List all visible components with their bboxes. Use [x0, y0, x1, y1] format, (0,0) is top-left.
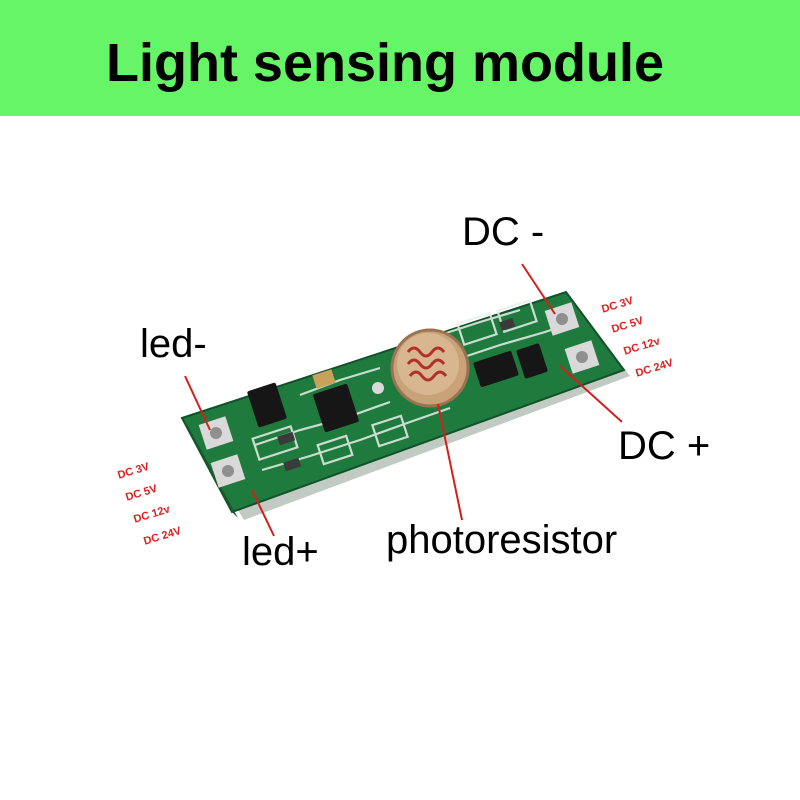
photoresistor-component — [390, 328, 470, 408]
led-plus-label: led+ — [242, 530, 319, 574]
dc-plus-label: DC + — [618, 424, 711, 468]
photoresistor-label: photoresistor — [386, 518, 618, 562]
pcb-edge — [182, 418, 238, 518]
title-banner: Light sensing module — [0, 0, 800, 116]
pcb-components — [247, 318, 548, 472]
led-minus-label: led- — [140, 322, 207, 366]
page-title: Light sensing module — [105, 33, 664, 93]
dc-minus-label: DC - — [462, 210, 545, 254]
pointer-lines — [184, 263, 623, 537]
